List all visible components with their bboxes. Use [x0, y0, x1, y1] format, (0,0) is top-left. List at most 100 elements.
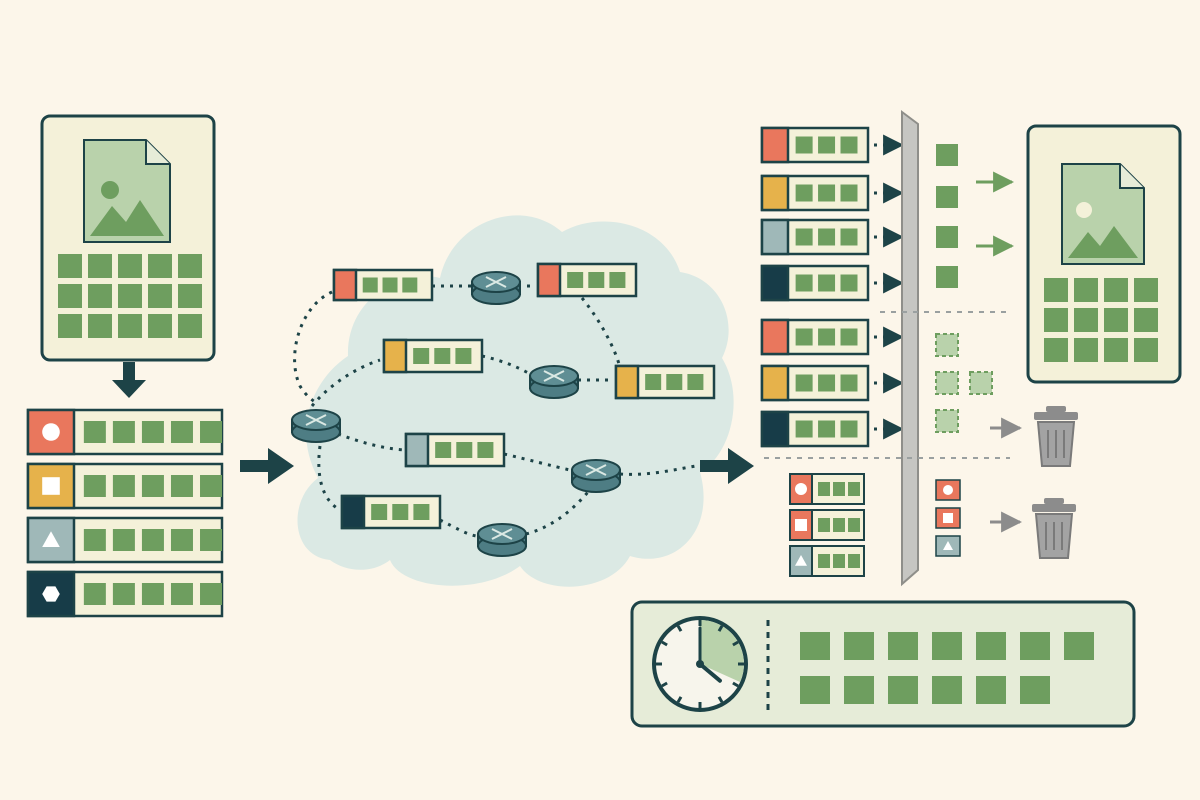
- payload-block: [1044, 338, 1068, 362]
- payload-block: [840, 328, 858, 346]
- payload-block: [148, 284, 172, 308]
- packet: [760, 218, 870, 256]
- triangle-shape-icon: [943, 541, 953, 550]
- payload-block: [141, 529, 164, 551]
- payload-block: [818, 554, 830, 568]
- reassembled-payload-grid: [1044, 278, 1158, 362]
- payload-block: [935, 371, 959, 395]
- reassembly-buffer-panel: [630, 600, 1136, 728]
- network-cloud: [297, 215, 734, 587]
- deliver-arrow-icon: [700, 448, 754, 484]
- payload-block: [818, 420, 836, 438]
- filter-wall: [901, 110, 919, 587]
- payload-block: [795, 184, 813, 202]
- source-packet-list: [26, 408, 224, 618]
- image-file-icon: [1061, 163, 1145, 265]
- payload-block: [800, 676, 830, 704]
- payload-block: [848, 482, 860, 496]
- payload-block: [818, 274, 836, 292]
- payload-block: [362, 277, 378, 293]
- payload-block: [818, 374, 836, 392]
- payload-block: [112, 475, 135, 497]
- payload-block: [118, 284, 142, 308]
- payload-block: [833, 482, 845, 496]
- packet: [382, 338, 484, 374]
- payload-block: [840, 420, 858, 438]
- router-icon: [477, 523, 527, 557]
- packet: [536, 262, 638, 298]
- packet: [760, 174, 870, 212]
- payload-block: [969, 371, 993, 395]
- split-arrow-icon: [112, 362, 146, 398]
- payload-block: [148, 314, 172, 338]
- packet-header: [536, 262, 562, 298]
- payload-block: [844, 632, 874, 660]
- payload-block: [58, 254, 82, 278]
- packet: [26, 462, 224, 510]
- payload-block: [936, 226, 958, 248]
- network-packets: [332, 262, 716, 530]
- packet-header: [760, 264, 790, 302]
- trash-bin-icon: [1032, 498, 1076, 559]
- hexagon-shape-icon: [42, 586, 60, 602]
- packet: [332, 268, 434, 302]
- packet-header: [760, 218, 790, 256]
- packet: [760, 126, 870, 164]
- payload-block: [88, 284, 112, 308]
- buffer-blocks: [800, 632, 1094, 704]
- payload-block: [148, 254, 172, 278]
- square-shape-icon: [795, 519, 807, 531]
- payload-block: [1074, 338, 1098, 362]
- payload-block: [170, 583, 193, 605]
- network-links: [293, 284, 697, 538]
- source-payload-grid: [58, 254, 202, 338]
- payload-block: [83, 583, 106, 605]
- payload-block: [932, 632, 962, 660]
- payload-block: [795, 136, 813, 154]
- payload-block: [840, 374, 858, 392]
- packet-header: [760, 364, 790, 402]
- payload-block: [818, 328, 836, 346]
- payload-block: [848, 554, 860, 568]
- payload-block: [1074, 278, 1098, 302]
- payload-block: [1074, 308, 1098, 332]
- payload-block: [840, 136, 858, 154]
- payload-block: [936, 144, 958, 166]
- payload-block: [178, 314, 202, 338]
- payload-block: [112, 529, 135, 551]
- payload-block: [170, 529, 193, 551]
- section-dividers: [764, 311, 1010, 459]
- payload-block: [178, 254, 202, 278]
- payload-block: [795, 328, 813, 346]
- payload-block: [88, 254, 112, 278]
- payload-block: [434, 348, 451, 364]
- payload-block: [666, 374, 683, 390]
- payload-block: [392, 504, 409, 520]
- payload-block: [112, 421, 135, 443]
- payload-block: [840, 228, 858, 246]
- payload-block: [844, 676, 874, 704]
- payload-block: [888, 676, 918, 704]
- clock-tick: [676, 696, 683, 703]
- rejected-markers: [935, 479, 961, 557]
- received-packet-list: [760, 126, 905, 577]
- payload-block: [141, 421, 164, 443]
- packet: [26, 516, 224, 564]
- payload-block: [456, 442, 473, 458]
- payload-block: [932, 676, 962, 704]
- payload-block: [58, 284, 82, 308]
- payload-block: [795, 374, 813, 392]
- square-shape-icon: [943, 513, 953, 523]
- payload-block: [795, 420, 813, 438]
- payload-block: [382, 277, 398, 293]
- payload-block: [178, 284, 202, 308]
- payload-block: [935, 333, 959, 357]
- payload-block: [141, 475, 164, 497]
- router-icon: [291, 409, 341, 443]
- packet: [26, 408, 224, 456]
- payload-block: [645, 374, 662, 390]
- trash-bins: [1032, 406, 1078, 559]
- payload-block: [795, 274, 813, 292]
- payload-block: [1104, 278, 1128, 302]
- payload-block: [170, 421, 193, 443]
